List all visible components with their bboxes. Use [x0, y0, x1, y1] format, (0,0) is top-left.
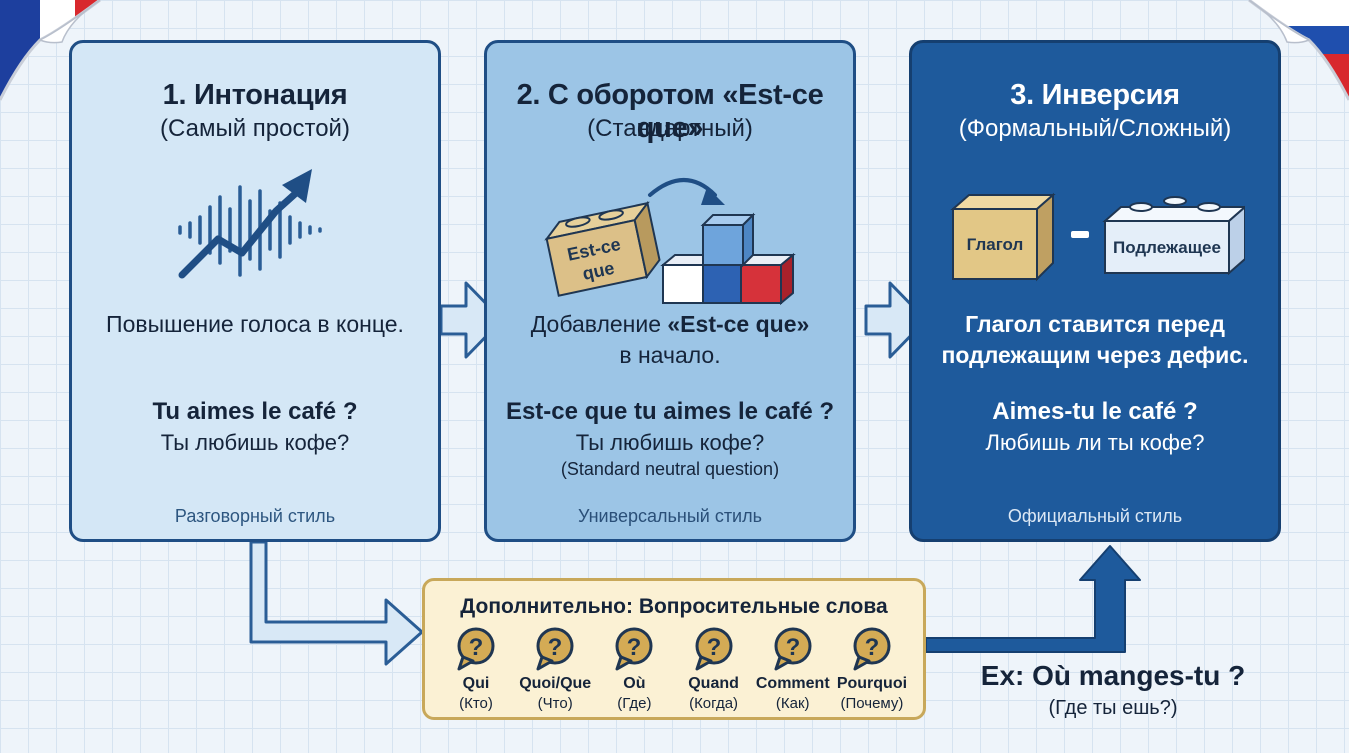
question-words-box: Дополнительно: Вопросительные слова ? Qu… — [422, 578, 926, 720]
panel-title: 3. Инверсия — [1010, 79, 1180, 111]
question-word-ru: (Кто) — [459, 695, 493, 712]
svg-text:?: ? — [706, 634, 721, 661]
question-bubble-icon: ? — [853, 627, 891, 671]
panel-title: 1. Интонация — [162, 79, 348, 111]
question-word-ou: ? Où (Где) — [595, 627, 673, 712]
question-bubble-icon: ? — [457, 627, 495, 671]
panel-description: Глагол ставится перед подлежащим через д… — [941, 311, 1249, 368]
question-bubble-icon: ? — [695, 627, 733, 671]
question-word-fr: Quand — [688, 675, 739, 692]
question-word-ru: (Когда) — [689, 695, 739, 712]
question-bubble-icon: ? — [774, 627, 812, 671]
panel-est-ce-que: 2. С оборотом «Est-ce que» (Стандартный)… — [484, 40, 856, 542]
description-bold: «Est-ce que» — [667, 311, 810, 337]
panel-subtitle: (Формальный/Сложный) — [958, 115, 1232, 142]
block-verb-label: Глагол — [967, 235, 1024, 254]
example-extra-text: Ex: Où manges-tu ? — [980, 660, 1246, 691]
panel-example: Tu aimes le café ? — [152, 398, 358, 425]
block-subject-label: Подлежащее — [1113, 238, 1221, 257]
panel-example: Aimes-tu le café ? — [992, 398, 1198, 425]
question-word-ru: (Как) — [775, 695, 810, 712]
panel-intonation: 1. Интонация (Самый простой) Повышение г… — [69, 40, 441, 542]
panel-note: (Standard neutral question) — [560, 459, 780, 479]
question-word-ru: (Где) — [617, 695, 652, 712]
question-word-fr: Quoi/Que — [519, 675, 592, 692]
svg-text:?: ? — [627, 634, 642, 661]
panel-footer: Официальный стиль — [1007, 506, 1183, 526]
panel-inversion: 3. Инверсия (Формальный/Сложный) Глагол … — [909, 40, 1281, 542]
panel-subtitle: (Самый простой) — [160, 115, 350, 142]
description-suffix: в начало. — [619, 342, 721, 368]
verb-subject-blocks-icon: Глагол Подлежащее — [950, 192, 1245, 282]
panel-footer: Разговорный стиль — [174, 506, 336, 526]
question-word-fr: Comment — [755, 675, 830, 692]
question-word-fr: Qui — [462, 675, 490, 692]
question-words-title: Дополнительно: Вопросительные слова — [460, 595, 888, 618]
question-word-quand: ? Quand (Когда) — [675, 627, 753, 712]
panel-footer: Универсальный стиль — [577, 506, 762, 526]
panel-translation: Ты любишь кофе? — [160, 430, 350, 455]
svg-text:?: ? — [785, 634, 800, 661]
question-word-comment: ? Comment (Как) — [754, 627, 832, 712]
rising-intonation-wave-icon — [178, 169, 322, 279]
panel-example: Est-ce que tu aimes le café ? — [505, 398, 835, 425]
question-bubble-icon: ? — [536, 627, 574, 671]
example-extra-translation: (Где ты ешь?) — [1048, 697, 1178, 719]
question-word-pourquoi: ? Pourquoi (Почему) — [833, 627, 911, 712]
panel-description: Добавление «Est-ce que» в начало. — [497, 309, 843, 371]
svg-text:?: ? — [548, 634, 563, 661]
question-word-fr: Où — [623, 675, 646, 692]
question-bubble-icon: ? — [615, 627, 653, 671]
panel-translation: Любишь ли ты кофе? — [985, 430, 1205, 455]
question-word-qui: ? Qui (Кто) — [437, 627, 515, 712]
panel-translation: Ты любишь кофе? — [575, 430, 765, 455]
question-word-ru: (Что) — [537, 695, 573, 712]
building-blocks-icon: Est-ce que — [544, 178, 796, 305]
description-prefix: Добавление — [530, 311, 668, 337]
panel-description: Повышение голоса в конце. — [106, 311, 404, 337]
panel-subtitle: (Стандартный) — [587, 115, 753, 142]
question-word-quoi-que: ? Quoi/Que (Что) — [516, 627, 594, 712]
svg-text:?: ? — [865, 634, 880, 661]
arrow-extra-to-panel3 — [925, 545, 1141, 653]
question-words-list: ? Qui (Кто) ? Quoi/Que (Что) ? Où (Где) — [437, 627, 911, 712]
question-word-fr: Pourquoi — [836, 675, 908, 692]
question-word-ru: (Почему) — [840, 695, 904, 712]
svg-text:?: ? — [469, 634, 484, 661]
panel-title: 2. С оборотом «Est-ce que» — [516, 79, 824, 144]
arrow-panel1-to-extra — [249, 540, 424, 666]
